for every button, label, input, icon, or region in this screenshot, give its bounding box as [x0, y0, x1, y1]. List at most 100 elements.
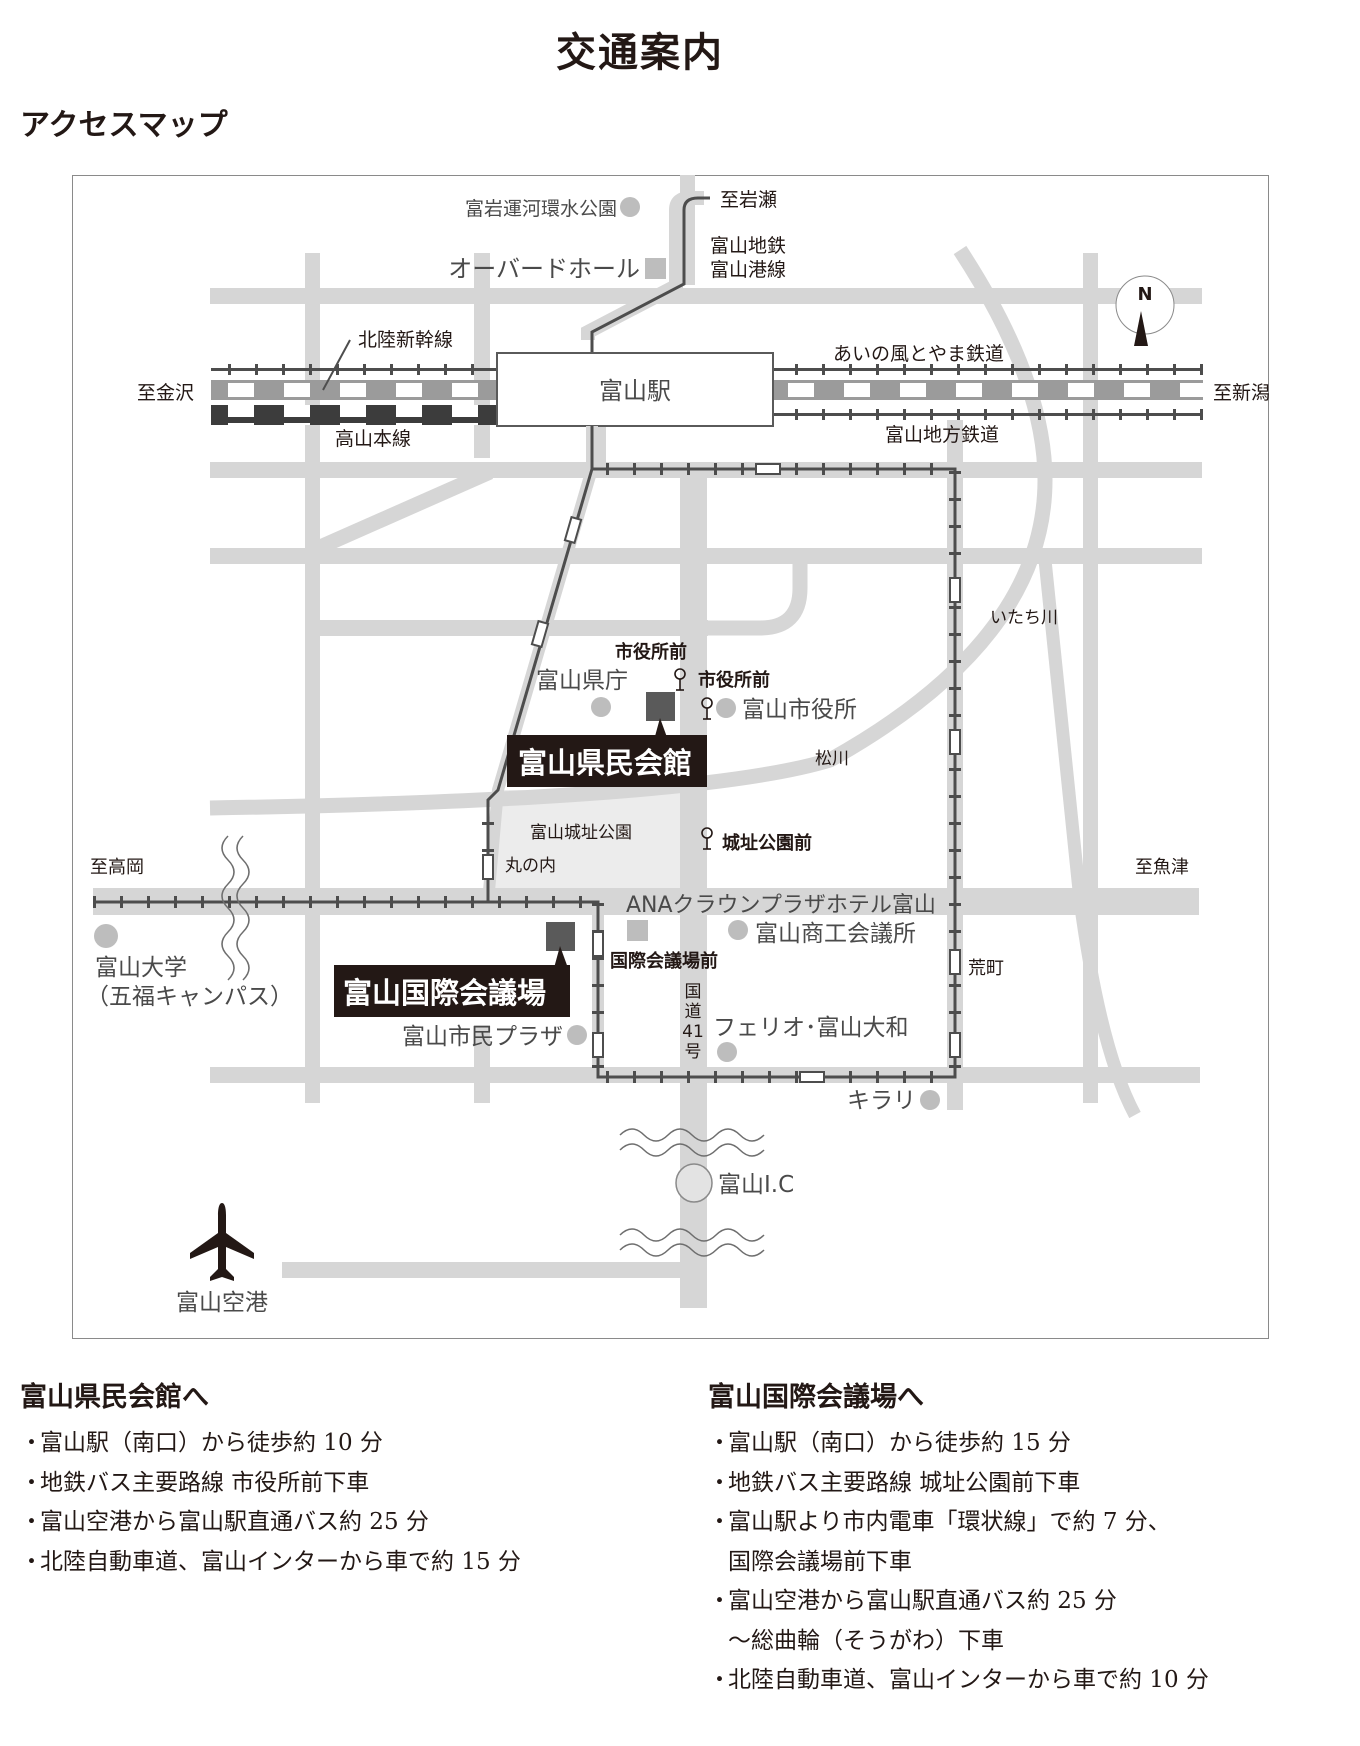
list-item: ・富山駅（南口）から徒歩約 15 分 — [708, 1430, 1071, 1456]
list-item: ・富山駅より市内電車「環状線」で約 7 分、 — [708, 1509, 1171, 1535]
list-item: ・北陸自動車道、富山インターから車で約 10 分 — [708, 1667, 1209, 1693]
list-item-continuation: ～総曲輪（そうがわ）下車 — [728, 1627, 1004, 1654]
kirari-dot — [920, 1090, 940, 1110]
list-item: ・富山駅（南口）から徒歩約 10 分 — [20, 1430, 383, 1456]
access-kokusai-title: 富山国際会議場へ — [708, 1382, 924, 1413]
label-pref-office: 富山県庁 — [536, 668, 628, 694]
university-dot — [94, 924, 118, 948]
rail-left — [211, 339, 497, 425]
kokusai-label-bg — [334, 965, 570, 1017]
list-item: ・地鉄バス主要路線 市役所前下車 — [20, 1469, 370, 1496]
label-civic-plaza: 富山市民プラザ — [402, 1024, 563, 1050]
list-item: ・北陸自動車道、富山インターから車で約 15 分 — [20, 1548, 521, 1575]
itachi-river — [1038, 559, 1141, 1119]
label-to-uozu: 至魚津 — [1135, 857, 1189, 878]
tram-stop-marker — [949, 1032, 961, 1058]
tram-stop-marker — [563, 515, 583, 545]
toyama-station-box — [496, 352, 774, 427]
tram-lines — [93, 426, 961, 1083]
label-toyama-station: 富山駅 — [599, 377, 671, 405]
label-university-1: 富山大学 — [95, 955, 187, 981]
label-route41-1: 国 — [685, 982, 702, 1002]
label-fugan-park: 富岩運河環水公園 — [465, 198, 617, 220]
tram-stop-marker — [949, 949, 961, 975]
landmark-markers — [94, 197, 940, 1110]
label-route41-3: 41 — [682, 1022, 704, 1042]
bus-stop-pins — [674, 668, 713, 850]
pref-office-dot — [591, 697, 611, 717]
bus-stop-icon — [674, 668, 686, 691]
compass-n-label: N — [1137, 284, 1152, 305]
tram-stop-marker — [482, 854, 494, 880]
access-kenmin-title: 富山県民会館へ — [20, 1382, 209, 1413]
label-aubade: オーバードホール — [448, 255, 640, 283]
bus-stop-icon — [701, 827, 713, 850]
label-toyama-ic: 富山I.C — [718, 1172, 794, 1198]
kenmin-marker — [646, 692, 675, 721]
label-aramachi: 荒町 — [968, 958, 1004, 979]
venue-kokusai: 富山国際会議場 — [334, 922, 575, 1017]
label-matsukawa: 松川 — [815, 749, 849, 769]
ana-hotel-square — [627, 920, 648, 941]
aubade-square — [645, 258, 666, 279]
ferio-dot — [717, 1042, 737, 1062]
list-item: ・地鉄バス主要路線 城址公園前下車 — [708, 1469, 1081, 1496]
shinkansen-leader-line — [322, 339, 351, 391]
list-item: ・富山空港から富山駅直通バス約 25 分 — [708, 1588, 1117, 1614]
label-university-2: （五福キャンパス） — [86, 984, 293, 1010]
kokusai-marker — [546, 922, 575, 951]
kenmin-label: 富山県民会館 — [518, 746, 692, 780]
label-joshi-koen-stop: 城址公園前 — [722, 832, 812, 854]
tram-stop-marker — [799, 1071, 825, 1083]
label-kowasen-2: 富山港線 — [710, 259, 786, 281]
label-to-iwase: 至岩瀬 — [720, 189, 777, 211]
list-item: ・富山空港から富山駅直通バス約 25 分 — [20, 1509, 429, 1535]
label-kokusai-stop: 国際会議場前 — [610, 950, 718, 972]
access-map-frame — [72, 175, 1269, 1339]
access-kokusai-list: ・富山駅（南口）から徒歩約 15 分 ・地鉄バス主要路線 城址公園前下車 ・富山… — [708, 1424, 1348, 1701]
label-ainokaze: あいの風とやま鉄道 — [833, 343, 1004, 365]
label-city-office: 富山市役所 — [742, 697, 857, 723]
kenmin-label-bg — [507, 735, 707, 787]
interchange-icon — [675, 1163, 713, 1203]
tram-stop-marker — [530, 619, 550, 649]
tram-stop-marker — [755, 463, 781, 475]
access-kenmin-list: ・富山駅（南口）から徒歩約 10 分 ・地鉄バス主要路線 市役所前下車 ・富山空… — [20, 1424, 660, 1582]
label-shinkansen: 北陸新幹線 — [358, 329, 453, 351]
access-kenmin: 富山県民会館へ ・富山駅（南口）から徒歩約 10 分 ・地鉄バス主要路線 市役所… — [20, 1375, 660, 1582]
fugan-park-dot — [620, 197, 640, 217]
plaza-dot — [567, 1025, 587, 1045]
label-ferio: フェリオ･富山大和 — [713, 1015, 909, 1041]
matsukawa-river — [209, 245, 1053, 816]
tram-stop-marker — [949, 729, 961, 755]
label-to-takaoka: 至高岡 — [90, 857, 144, 878]
label-itachi-river: いたち川 — [990, 608, 1058, 628]
label-chamber: 富山商工会議所 — [755, 921, 916, 947]
access-kokusai: 富山国際会議場へ ・富山駅（南口）から徒歩約 15 分 ・地鉄バス主要路線 城址… — [708, 1375, 1348, 1701]
airplane-icon — [190, 1203, 254, 1281]
castle-park-area — [492, 790, 687, 890]
chamber-dot — [728, 920, 748, 940]
break-marks — [221, 835, 765, 1257]
tram-stop-marker — [592, 931, 604, 957]
label-kowasen-1: 富山地鉄 — [710, 235, 786, 257]
label-route41-4: 号 — [685, 1042, 702, 1062]
kowasen-line — [581, 191, 710, 352]
diagonal-roads — [209, 245, 1141, 1119]
tram-stop-marker — [592, 1032, 604, 1058]
compass-icon — [1115, 275, 1175, 346]
venue-kenmin: 富山県民会館 — [507, 692, 707, 787]
label-airport: 富山空港 — [176, 1290, 268, 1316]
label-route41-2: 道 — [685, 1002, 702, 1022]
section-title-access-map: アクセスマップ — [20, 108, 228, 143]
rail-right — [773, 364, 1203, 420]
label-castle-park: 富山城址公園 — [530, 823, 632, 843]
label-to-niigata: 至新潟 — [1213, 382, 1270, 404]
label-to-kanazawa: 至金沢 — [137, 382, 194, 404]
page-title: 交通案内 — [556, 30, 724, 76]
label-shiyakusho-bus: 市役所前 — [698, 669, 770, 691]
label-ana-hotel: ANAクラウンプラザホテル富山 — [626, 893, 936, 918]
kokusai-label: 富山国際会議場 — [343, 976, 546, 1010]
label-shiyakusho-tram: 市役所前 — [615, 641, 687, 663]
